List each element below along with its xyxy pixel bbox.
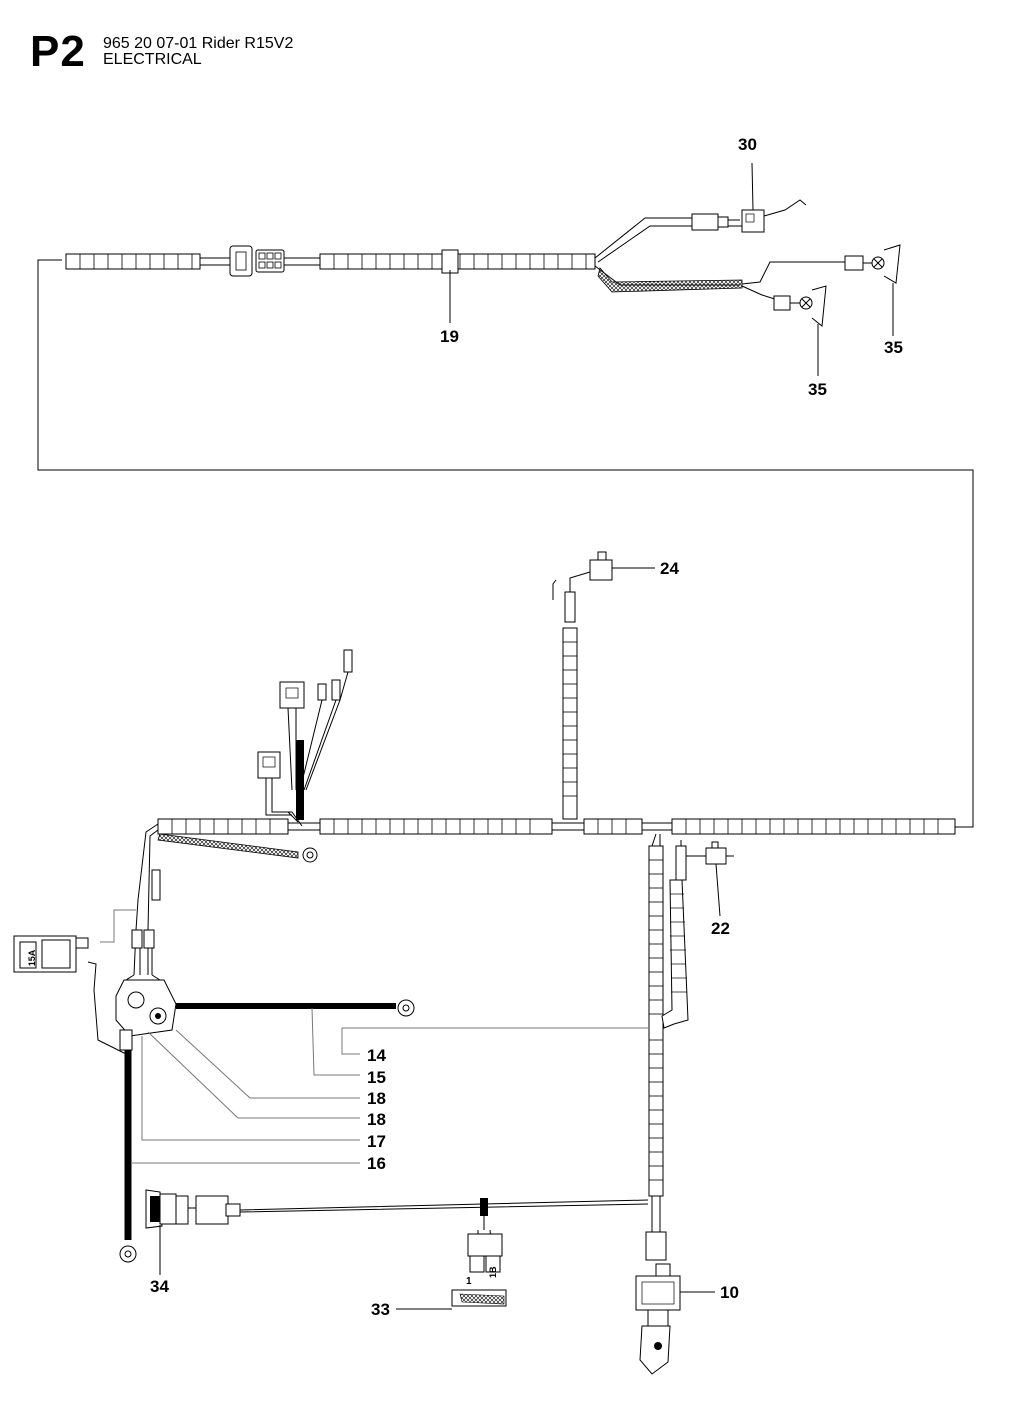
conduit-segment	[671, 818, 956, 835]
conduit-vertical	[562, 627, 578, 820]
callout-22: 22	[711, 919, 730, 938]
connector-switch-30	[691, 213, 719, 231]
conduit-segment	[157, 818, 289, 835]
callout-33: 33	[371, 1300, 390, 1319]
page-code: P2	[30, 27, 86, 76]
fuse-holder: 15A	[13, 935, 127, 1055]
section-title: ELECTRICAL	[103, 51, 202, 68]
callout-24: 24	[660, 559, 679, 578]
conduit-vertical	[648, 845, 664, 1197]
switch-connector-33: 1 1B	[451, 1198, 507, 1307]
callout-19: 19	[440, 327, 459, 346]
conduit-segment	[65, 253, 201, 270]
conduit-curved	[661, 879, 689, 1029]
part-number-title: 965 20 07-01 Rider R15V2	[103, 35, 294, 52]
leader-lines	[132, 1007, 648, 1164]
terminal-1-label: 1	[466, 1276, 472, 1287]
seat-connector-34	[145, 1189, 177, 1275]
upper-harness-19	[65, 213, 845, 301]
lamp-35-lower	[773, 285, 827, 376]
connector-plug	[255, 249, 285, 273]
harness-clamp	[441, 249, 459, 274]
relay-connectors	[257, 649, 353, 827]
callout-18-lower: 18	[367, 1110, 386, 1129]
callout-15: 15	[367, 1068, 386, 1087]
callout-numbers: 30 19 35 35 24 22 14 15 18 18 17 16 34 3…	[150, 135, 903, 1319]
callout-34: 34	[150, 1277, 169, 1296]
callout-35-lower: 35	[808, 380, 827, 399]
ignition-switch-10	[635, 1196, 715, 1375]
callout-35-right: 35	[884, 338, 903, 357]
ground-lead	[157, 833, 318, 863]
callout-16: 16	[367, 1154, 386, 1173]
starter-solenoid	[115, 974, 177, 1051]
braided-sleeve	[597, 267, 743, 293]
connector-housing	[229, 245, 253, 277]
conduit-segment	[583, 818, 643, 835]
callout-30: 30	[738, 135, 757, 154]
seat-switch-24	[589, 551, 655, 581]
main-harness	[157, 571, 956, 1197]
callout-17: 17	[367, 1132, 386, 1151]
harness-link-line	[37, 259, 974, 828]
brake-switch-22	[705, 841, 734, 917]
safety-switch-30	[741, 162, 807, 233]
terminal-1b-label: 1B	[488, 1266, 498, 1278]
fuse-rating-label: 15A	[27, 949, 37, 966]
callout-18-upper: 18	[367, 1089, 386, 1108]
lamp-35-right	[844, 244, 901, 336]
callout-14: 14	[367, 1046, 386, 1065]
callout-10: 10	[720, 1283, 739, 1302]
page-header: P2 965 20 07-01 Rider R15V2 ELECTRICAL	[0, 0, 600, 90]
conduit-segment	[319, 818, 553, 835]
